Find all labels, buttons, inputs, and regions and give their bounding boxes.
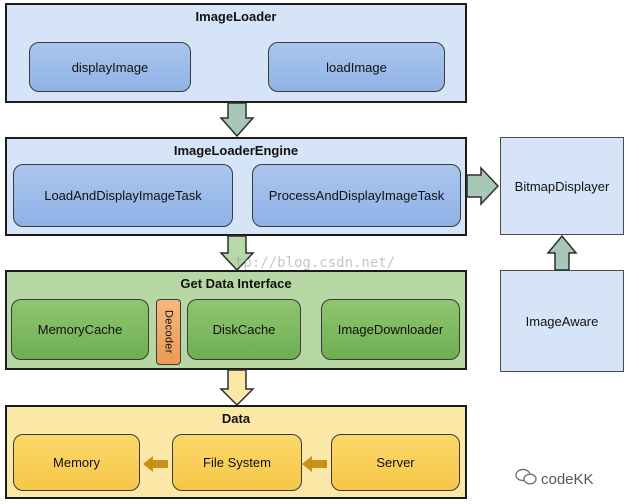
arrow-engine-to-getdata [219,235,255,272]
watermark-text: tp://blog.csdn.net/ [235,255,396,271]
file-system-node: File System [172,434,302,491]
chat-bubble-icon [515,468,537,490]
brand-name: codeKK [541,470,594,488]
decoder-node: Decoder [156,299,181,365]
load-image-node: loadImage [268,42,445,92]
data-title: Data [221,411,251,426]
memory-cache-node: MemoryCache [11,299,149,360]
memory-node: Memory [13,434,140,491]
image-aware-box: ImageAware [500,270,624,372]
server-node: Server [331,434,460,491]
get-data-interface-title: Get Data Interface [180,276,292,291]
arrow-server-to-filesystem [302,456,327,472]
decoder-label: Decoder [162,310,175,354]
imageloaderengine-title: ImageLoaderEngine [173,143,299,158]
process-and-display-task-node: ProcessAndDisplayImageTask [252,164,461,227]
imageloaderengine-panel: ImageLoaderEngine LoadAndDisplayImageTas… [5,137,467,236]
load-and-display-task-node: LoadAndDisplayImageTask [13,164,233,227]
bitmap-displayer-box: BitmapDisplayer [500,137,624,235]
image-downloader-node: ImageDownloader [321,299,460,360]
arrow-getdata-to-data [219,369,255,407]
codekk-brand: codeKK [515,468,594,490]
get-data-interface-panel: Get Data Interface MemoryCache Decoder D… [5,270,467,370]
display-image-node: displayImage [29,42,191,92]
disk-cache-node: DiskCache [187,299,301,360]
arrow-loader-to-engine [219,102,255,138]
imageloader-title: ImageLoader [195,9,277,24]
arrow-filesystem-to-memory [143,456,168,472]
imageloader-panel: ImageLoader displayImage loadImage [5,3,467,103]
arrow-imageaware-to-bitmapdisplayer [546,234,578,271]
arrow-engine-to-bitmapdisplayer [466,166,500,206]
data-panel: Data Memory File System Server [5,405,467,499]
